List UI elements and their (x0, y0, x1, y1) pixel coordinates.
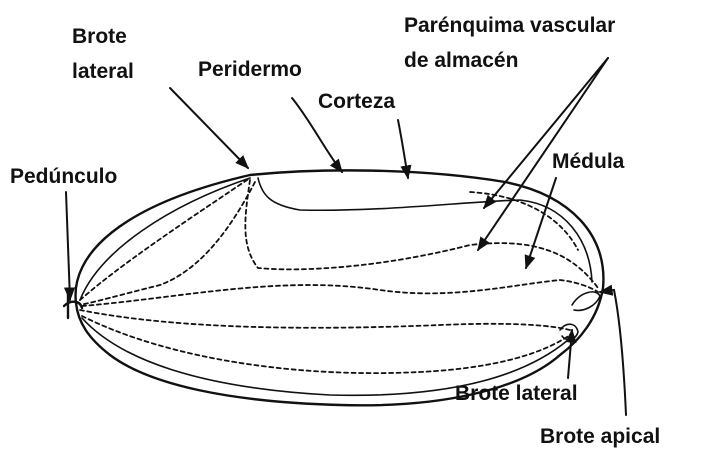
arrow-parenquima-1 (484, 58, 608, 208)
label-peridermo: Peridermo (198, 58, 302, 81)
label-brote-apical: Brote apical (540, 425, 660, 448)
label-medula: Médula (552, 150, 625, 173)
vascular-ring-mid (82, 280, 598, 306)
arrow-brote-lateral-top (170, 88, 248, 168)
lateral-bud-lower (560, 324, 578, 339)
arrow-pedunculo (66, 192, 70, 300)
label-corteza: Corteza (318, 90, 395, 113)
label-brote-lateral-bottom: Brote lateral (455, 382, 578, 405)
arrow-brote-apical (600, 290, 626, 415)
tuber-outline (76, 170, 604, 405)
arrow-brote-lateral-bottom (568, 330, 572, 378)
apical-bud (572, 292, 600, 311)
arrow-medula (526, 178, 556, 268)
label-pedunculo: Pedúnculo (10, 165, 117, 188)
arrow-corteza (398, 120, 408, 178)
vascular-ring-inner-a (245, 180, 598, 288)
label-brote-lateral-top: Brote lateral (72, 25, 134, 83)
label-parenquima: Parénquima vascular de almacén (404, 14, 621, 72)
vascular-ring-lower-a (80, 310, 570, 330)
